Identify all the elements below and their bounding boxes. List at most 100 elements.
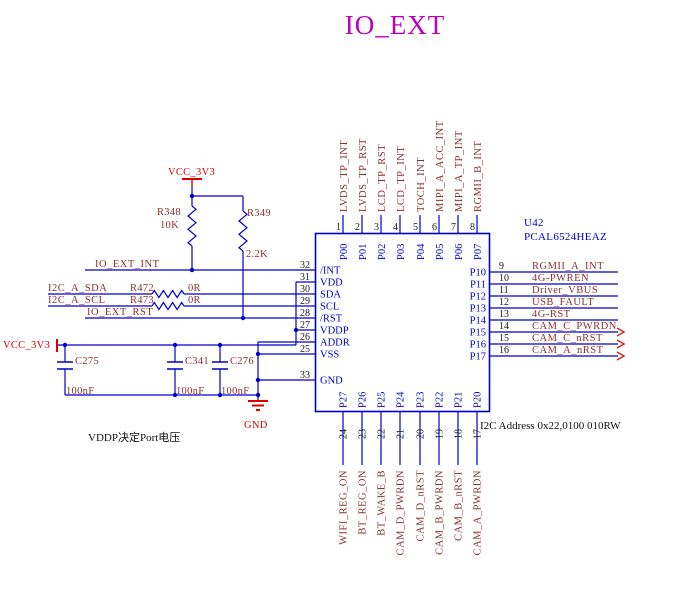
pin-number: 16 [499,345,509,356]
junction-dot [172,342,178,348]
net-label: CAM_D_nRST [416,470,427,542]
pin-number: 9 [499,261,504,272]
net-label: LVDS_TP_INT [339,140,350,212]
top-net-labels: LVDS_TP_INT LVDS_TP_RST LCD_TP_RST LCD_T… [339,120,484,212]
vcc-label: VCC_3V3 [168,167,215,178]
junction-dot [189,267,195,273]
pin-number: 24 [339,429,350,439]
pin-name: P07 [473,244,484,260]
resistor-value: 0R [188,295,201,306]
pin-name: SCL [320,302,339,313]
right-pin-numbers: 9 10 11 12 13 14 15 16 [499,261,509,356]
pin-number: 2 [355,222,360,233]
capacitor-refdes: C275 [75,356,99,367]
net-label: 4G-PWREN [532,273,589,284]
pin-number: 23 [358,429,369,439]
pin-name: P10 [470,268,486,279]
pin-name: P13 [470,304,486,315]
net-label-scl: I2C_A_SCL [48,295,106,306]
capacitor-c276: C276 100nF [221,356,254,397]
junction-dot [240,315,246,321]
junction-dot [189,193,195,199]
ic-body [314,232,491,413]
net-label: USB_FAULT [532,297,594,308]
net-label: WIFI_REG_ON [339,470,350,545]
pin-name: P21 [454,392,465,408]
chip-refdes: U42 [524,217,544,229]
pin-name: P20 [473,392,484,408]
vddp-note: VDDP决定Port电压 [88,430,180,444]
pin-name: P03 [396,244,407,260]
left-pin-names: /INT VDD SDA SCL /RST VDDP ADDR VSS GND [320,266,350,387]
capacitor-refdes: C276 [230,356,254,367]
resistor-r473: R473 0R [130,295,201,311]
pin-name: P02 [377,244,388,260]
net-label: CAM_A_PWRDN [473,470,484,555]
top-pin-names: P00 P01 P02 P03 P04 P05 P06 P07 [339,243,484,260]
junction-dot [255,351,261,357]
pin-number: 22 [377,429,388,439]
bottom-pin-names: P27 P26 P25 P24 P23 P22 P21 P20 [339,391,484,408]
pin-number: 13 [499,309,509,320]
vcc-label: VCC_3V3 [3,340,50,351]
resistor-symbol [151,301,185,311]
junction-dot [217,392,223,398]
net-label: CAM_B_PWRDN [435,470,446,555]
pin-name: /INT [320,266,341,277]
resistor-r349: R349 2.2K [238,208,271,260]
net-label: RGMII_A_INT [532,261,604,272]
pin-number: 21 [396,429,407,439]
pin-number: 30 [300,284,310,295]
pin-name: P06 [454,244,465,260]
pin-number: 11 [499,285,509,296]
net-label-rst: IO_EXT_RST [87,307,153,318]
net-label: CAM_C_nRST [532,333,603,344]
bottom-pin-numbers: 24 23 22 21 20 19 18 17 [339,429,484,439]
offpage-connectors [616,327,626,361]
capacitor-value: 100nF [221,386,249,397]
gnd-label: GND [244,420,268,431]
pin-number: 19 [435,429,446,439]
pin-number: 5 [413,222,418,233]
capacitor-value: 100nF [66,386,94,397]
capacitor-c341: C341 100nF [176,356,209,397]
junction-dot [217,342,223,348]
net-label: CAM_C_PWRDN [532,321,617,332]
vcc-power-symbol-left: VCC_3V3 [3,339,58,352]
wire [48,186,618,465]
left-pin-numbers: 32 31 30 29 28 27 26 25 33 [300,260,310,381]
resistor-r348: R348 10K [157,205,197,247]
pin-number: 8 [470,222,475,233]
pin-name: P11 [470,280,486,291]
i2c-address-note: I2C Address 0x22,0100 010RW [480,420,621,432]
gnd-symbol: GND [244,400,268,431]
net-label: MIPI_A_ACC_INT [435,120,446,212]
pin-name: ADDR [320,338,350,349]
pin-number: 20 [416,429,427,439]
capacitor-c275: C275 100nF [66,356,99,397]
net-label: CAM_D_PWRDN [396,470,407,555]
right-pin-names: P10 P11 P12 P13 P14 P15 P16 P17 [470,268,487,363]
resistor-refdes: R348 [157,207,181,218]
pin-number: 26 [300,332,310,343]
offpage-connector-icon [616,339,626,349]
pin-name: /RST [320,314,343,325]
resistor-r472: R472 0R [130,283,201,299]
pin-number: 31 [300,272,310,283]
pin-number: 32 [300,260,310,271]
junction-dot [62,342,68,348]
net-label-int: IO_EXT_INT [95,259,160,270]
resistor-symbol [151,289,185,299]
bottom-net-labels: WIFI_REG_ON BT_REG_ON BT_WAKE_B CAM_D_PW… [339,470,484,556]
pin-number: 29 [300,296,310,307]
net-label: BT_REG_ON [358,470,369,535]
pin-name: P05 [435,244,446,260]
pin-name: VDD [320,278,343,289]
pin-name: VDDP [320,326,349,337]
pin-name: P26 [358,392,369,408]
pin-number: 4 [393,222,398,233]
capacitor-refdes: C341 [185,356,209,367]
pin-number: 1 [336,222,341,233]
pin-number: 12 [499,297,509,308]
junction-dots [62,193,299,398]
